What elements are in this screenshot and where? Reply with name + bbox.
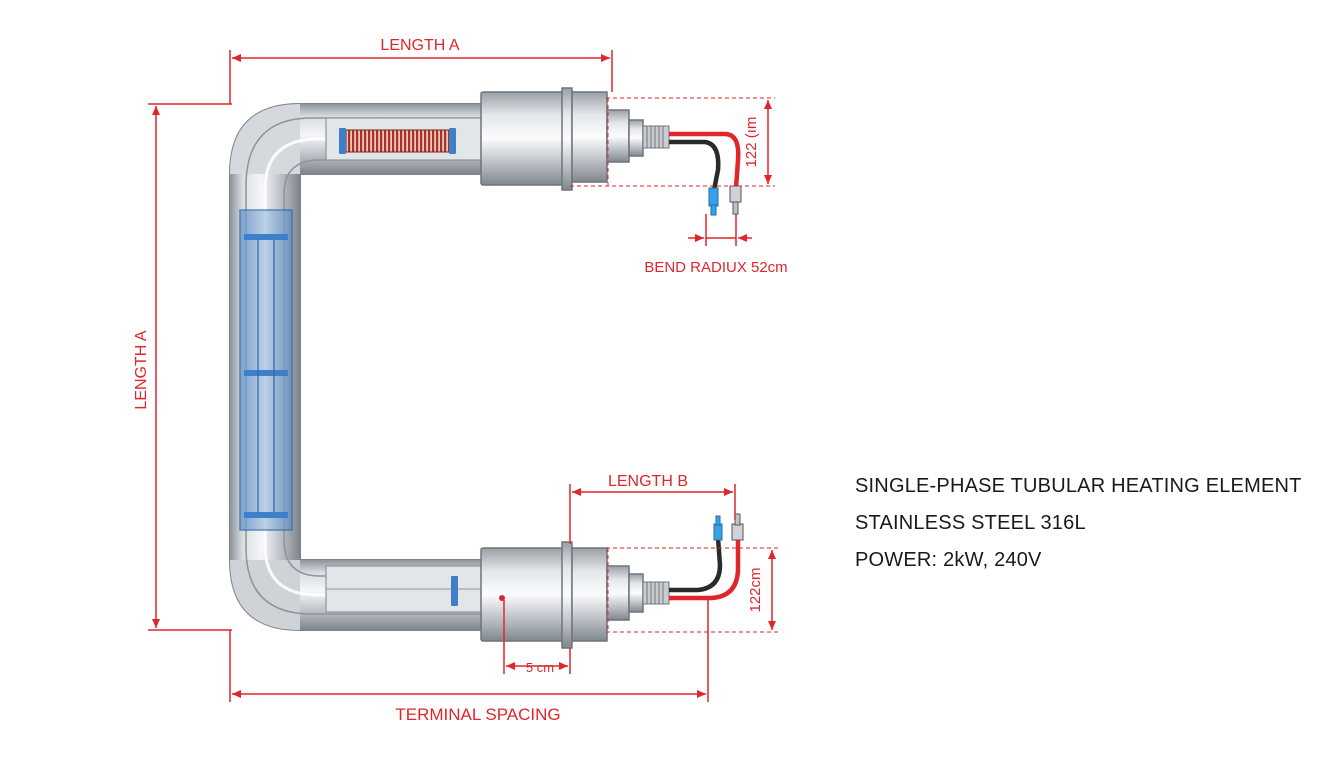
bottom-terminal-housing xyxy=(480,547,566,642)
insulator-band-2 xyxy=(244,370,288,376)
label-offset: 5 cm xyxy=(526,660,554,675)
heating-coil xyxy=(345,129,451,153)
label-top-terminal-height: 122 (ım xyxy=(743,117,760,168)
top-wire-black xyxy=(669,139,721,191)
coil-cap-right xyxy=(449,128,456,154)
top-terminal xyxy=(480,87,775,216)
bottom-terminal-nut xyxy=(606,565,630,621)
top-coil-assembly xyxy=(325,117,487,161)
bottom-wire-black xyxy=(669,537,723,593)
bottom-terminal-thread xyxy=(642,581,670,605)
top-connector-metal xyxy=(729,185,742,215)
coil-cap-left xyxy=(339,128,346,154)
top-terminal-collar xyxy=(571,91,608,183)
spec-power: POWER: 2kW, 240V xyxy=(855,549,1042,571)
insulator xyxy=(239,209,293,531)
dimensions xyxy=(148,50,776,702)
insulator-band-3 xyxy=(244,512,288,518)
label-bend-radius: BEND RADIUX 52cm xyxy=(644,259,787,276)
top-terminal-hex xyxy=(628,119,644,157)
bottom-cap xyxy=(451,576,458,606)
bottom-terminal-hex xyxy=(628,573,644,613)
tube-top-bend xyxy=(230,104,300,174)
bottom-terminal xyxy=(480,513,780,649)
bottom-connector-metal xyxy=(731,513,744,541)
top-terminal-housing xyxy=(480,91,566,186)
bottom-connector-blue xyxy=(713,515,723,541)
dimension-labels: LENGTH A LENGTH A 122 (ım BEND RADIUX 52… xyxy=(133,37,788,724)
bottom-wire-red xyxy=(669,540,741,601)
spec-block: SINGLE-PHASE TUBULAR HEATING ELEMENT STA… xyxy=(855,468,1302,579)
top-connector-blue xyxy=(708,187,719,216)
bottom-sheath-assembly xyxy=(325,565,487,613)
label-bottom-terminal-height: 122cm xyxy=(747,567,764,612)
top-terminal-nut xyxy=(606,109,630,163)
bottom-terminal-center-dot xyxy=(499,595,505,601)
top-terminal-flange xyxy=(561,87,573,191)
bottom-terminal-collar xyxy=(571,547,608,642)
tube-inner-line-2 xyxy=(283,159,485,577)
insulator-band-1 xyxy=(244,234,288,240)
label-length-b: LENGTH B xyxy=(608,473,688,490)
label-terminal-spacing: TERMINAL SPACING xyxy=(395,705,560,724)
top-terminal-thread xyxy=(642,125,670,149)
label-left-length: LENGTH A xyxy=(133,330,150,409)
label-top-length: LENGTH A xyxy=(380,37,459,54)
tube-bottom-bend xyxy=(230,560,300,630)
top-wire-red xyxy=(669,131,741,189)
bottom-terminal-flange xyxy=(561,541,573,649)
spec-material: STAINLESS STEEL 316L xyxy=(855,512,1086,534)
spec-title: SINGLE-PHASE TUBULAR HEATING ELEMENT xyxy=(855,475,1302,497)
